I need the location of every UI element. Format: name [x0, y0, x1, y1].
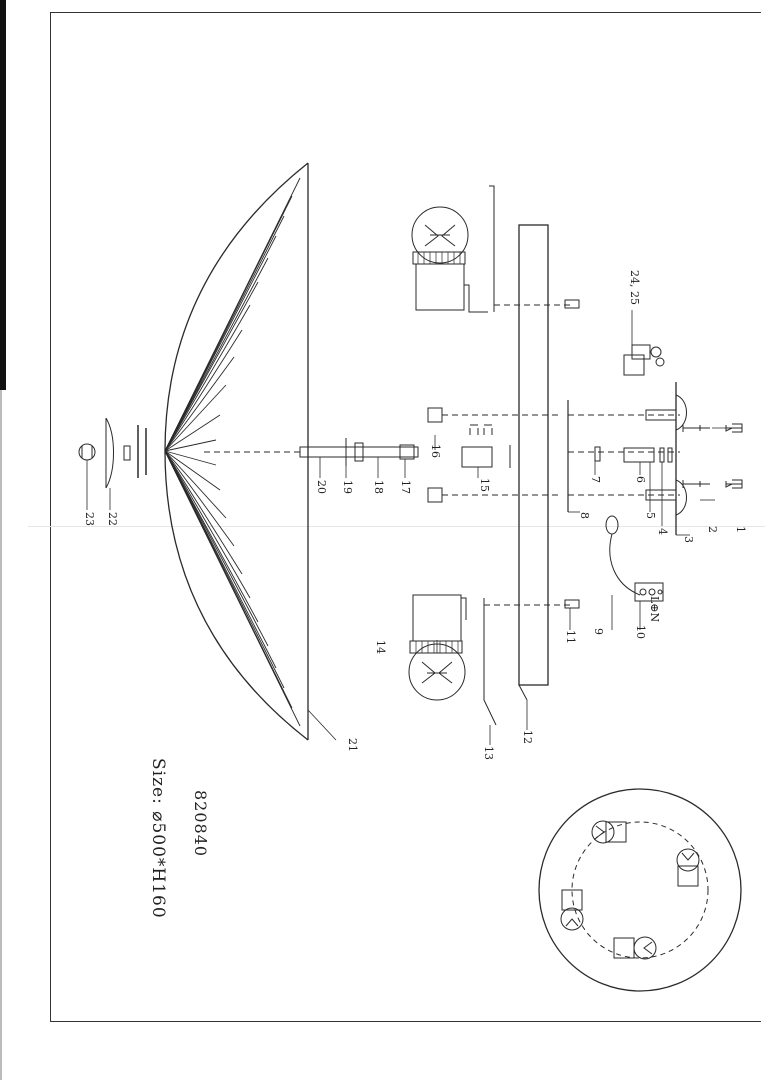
callout-14: 14 — [374, 640, 387, 654]
bulb-icon — [591, 820, 627, 844]
callout-21: 21 — [346, 738, 359, 752]
screw-icon — [427, 407, 560, 503]
callout-23: 23 — [83, 512, 96, 526]
finial-icon — [78, 417, 147, 489]
wall-plug-icon — [567, 382, 743, 535]
callout-5: 5 — [644, 512, 657, 519]
bulb-icon — [676, 848, 700, 887]
terminal-label: L⊕N — [648, 596, 661, 623]
callout-13: 13 — [482, 746, 495, 760]
callout-2: 2 — [706, 526, 719, 533]
wall-plug-icon — [623, 344, 665, 376]
bracket-icon — [518, 224, 549, 701]
callout-12: 12 — [521, 730, 534, 744]
dome-shade-icon — [164, 162, 309, 741]
bulb-icon — [411, 185, 580, 313]
lamp-arrangement-diagram — [538, 788, 742, 992]
scan-edge-shadow-lower — [0, 390, 2, 1080]
callout-20: 20 — [315, 480, 328, 494]
terminal-block-icon — [605, 515, 664, 602]
callout-15: 15 — [478, 478, 491, 492]
drawing-frame — [50, 12, 761, 1022]
bulb-icon — [408, 594, 580, 726]
callout-22: 22 — [106, 512, 119, 526]
callout-17: 17 — [399, 480, 412, 494]
size-spec: Size: ⌀500*H160 — [148, 758, 168, 919]
bulb-icon — [613, 936, 657, 960]
callout-24-25: 24, 25 — [628, 270, 641, 305]
callout-1: 1 — [734, 526, 747, 533]
callout-6: 6 — [634, 476, 647, 483]
callout-8: 8 — [578, 512, 591, 519]
bulb-icon — [560, 889, 584, 931]
callout-11: 11 — [564, 630, 577, 644]
callout-18: 18 — [372, 480, 385, 494]
callout-4: 4 — [656, 528, 669, 535]
model-number: 820840 — [191, 790, 210, 858]
callout-3: 3 — [682, 536, 695, 543]
callout-9: 9 — [592, 628, 605, 635]
scan-edge-shadow — [0, 0, 6, 390]
paper-fold-line — [28, 526, 765, 527]
finial-icon — [200, 438, 419, 466]
callout-16: 16 — [429, 444, 442, 458]
callout-10: 10 — [634, 625, 647, 639]
callout-7: 7 — [589, 476, 602, 483]
callout-19: 19 — [341, 480, 354, 494]
